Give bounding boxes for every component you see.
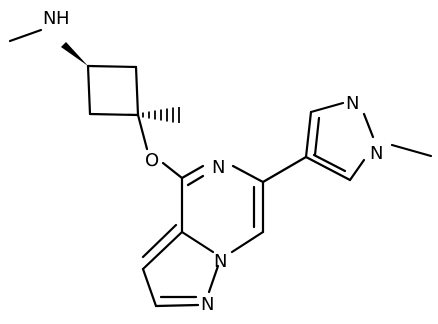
- bond-methylpyrazole-c4-c3-inner: [313, 116, 321, 157]
- atom-h-amine: H: [56, 8, 70, 29]
- bond-methylpyrazole-c4-c3: [304, 110, 313, 159]
- bond-pyrazine-methylpyrazole: [261, 155, 308, 184]
- bond-pyrazole-c2-n1: [154, 303, 200, 308]
- bond-methylpyrazole-n2-n1: [362, 112, 375, 139]
- bond-methylpyrazole-c5-c4-inner: [312, 153, 347, 173]
- bond-pyrazole-c3-c2: [141, 267, 158, 308]
- bond-n-methyl: [390, 143, 433, 158]
- bond-methyl-nh: [8, 28, 43, 43]
- bond-pyrazine-c7-n: [230, 230, 265, 254]
- bond-cyclobutane-3: [88, 112, 140, 117]
- atom-n-amine: N: [43, 8, 56, 29]
- atom-n-bridgehead: N: [214, 251, 227, 272]
- bond-methylpyrazole-c3-n2: [309, 101, 345, 114]
- bond-hash-quaternary-methyl: [142, 107, 180, 123]
- atom-n-methylpyrazole-1: N: [370, 143, 383, 164]
- bond-pyrazine-c4-n5-inner: [186, 174, 205, 187]
- bond-pyrazole-c8a-c3: [141, 230, 184, 271]
- bond-methylpyrazole-c5-c4: [304, 155, 352, 182]
- atom-n-pyrazine: N: [212, 157, 225, 178]
- atom-n-methylpyrazole-2: N: [346, 93, 359, 114]
- bond-cyclobutane-1: [86, 64, 138, 69]
- bond-ring-oxygen: [136, 113, 149, 151]
- bond-oxygen-pyrazine: [161, 161, 184, 180]
- bond-methylpyrazole-n1-c5: [348, 158, 366, 182]
- bond-cyclobutane-4: [86, 64, 92, 116]
- atom-o-ether: O: [145, 150, 159, 171]
- atom-n-pyrazole-1: N: [201, 294, 214, 315]
- bond-cyclobutane-2: [134, 65, 140, 117]
- bond-pyrazole-n1-n: [207, 264, 220, 294]
- bond-pyrazole-c8a-c3-inner: [141, 223, 178, 259]
- bond-wedge-ring-nh: [61, 42, 88, 66]
- bond-pyrazine-n-c8a: [180, 230, 215, 254]
- bond-pyrazine-c4-n5: [180, 164, 205, 180]
- bond-pyrazine-n5-c6: [231, 164, 265, 184]
